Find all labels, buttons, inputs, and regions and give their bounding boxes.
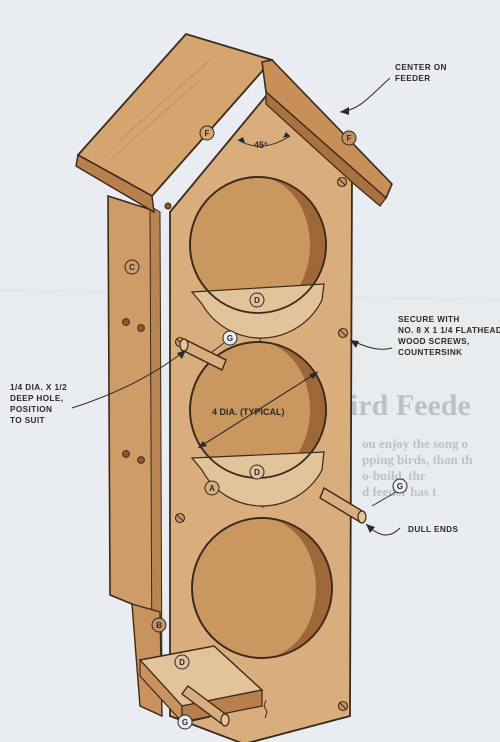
feeder-opening-bottom [191,517,333,659]
svg-text:D: D [179,658,185,667]
background-heading: ird Feede [350,389,471,422]
roof-angle-mark: 45° [237,132,291,150]
background-line-2: pping birds, than th [362,452,473,467]
callout-secure-line-4: COUNTERSINK [398,348,462,357]
callout-dull-ends-text: DULL ENDS [408,525,458,534]
background-line-1: ou enjoy the song o [362,436,468,451]
screw-icon [122,318,130,326]
svg-text:B: B [156,621,162,630]
svg-text:G: G [182,718,188,727]
callout-secure-line-2: NO. 8 X 1 1/4 FLATHEAD [398,326,500,335]
bottom-block [131,603,264,724]
part-label-perch-bottom: G [177,714,193,730]
part-label-side: C [124,259,140,275]
part-label-perch-right: G [392,478,408,494]
svg-text:G: G [227,334,233,343]
svg-text:A: A [209,484,215,493]
part-label-roof-right: F [341,130,357,146]
callout-hole-line-1: 1/4 DIA. X 1/2 [10,383,67,392]
hole-diameter-label: 4 DIA. (TYPICAL) [212,407,285,417]
part-labels: F F C D D A B D [124,125,408,730]
callout-deep-hole: 1/4 DIA. X 1/2 DEEP HOLE, POSITION TO SU… [10,349,187,425]
roof-angle-label: 45° [254,140,268,150]
part-label-perch-left: G [222,330,238,346]
screw-icon [137,456,145,464]
perch-right [319,486,367,524]
background-line-3: o-build, thr [362,468,426,483]
part-label-shelf-middle: D [249,464,265,480]
callout-center-line-2: FEEDER [395,74,431,83]
callout-hole-line-4: TO SUIT [10,416,45,425]
screw-icon [137,324,145,332]
screw-icon [164,202,172,210]
callout-secure-screws: SECURE WITH NO. 8 X 1 1/4 FLATHEAD WOOD … [349,315,500,357]
part-label-shelf-bottom: D [174,654,190,670]
part-label-front: A [204,480,220,496]
svg-text:F: F [347,134,352,143]
svg-text:F: F [205,129,210,138]
part-label-bottom: B [151,617,167,633]
svg-text:D: D [254,296,260,305]
callout-center-line-1: CENTER ON [395,63,447,72]
callout-dull-ends: DULL ENDS [365,523,458,536]
roof [75,32,393,214]
feeder-opening-top [189,176,327,339]
screw-icon [122,450,130,458]
svg-text:C: C [129,263,135,272]
callout-center-on-feeder: CENTER ON FEEDER [339,63,447,115]
front-panel [169,94,353,742]
side-panel [107,194,172,694]
svg-text:G: G [397,482,403,491]
callout-hole-line-3: POSITION [10,405,52,414]
callout-secure-line-1: SECURE WITH [398,315,460,324]
part-label-roof-left: F [199,125,215,141]
part-label-shelf-top: D [249,292,265,308]
callout-secure-line-3: WOOD SCREWS, [398,337,470,346]
svg-text:D: D [254,468,260,477]
callout-hole-line-2: DEEP HOLE, [10,394,63,403]
perch-leaders [191,342,397,722]
perch-bottom [181,685,230,727]
